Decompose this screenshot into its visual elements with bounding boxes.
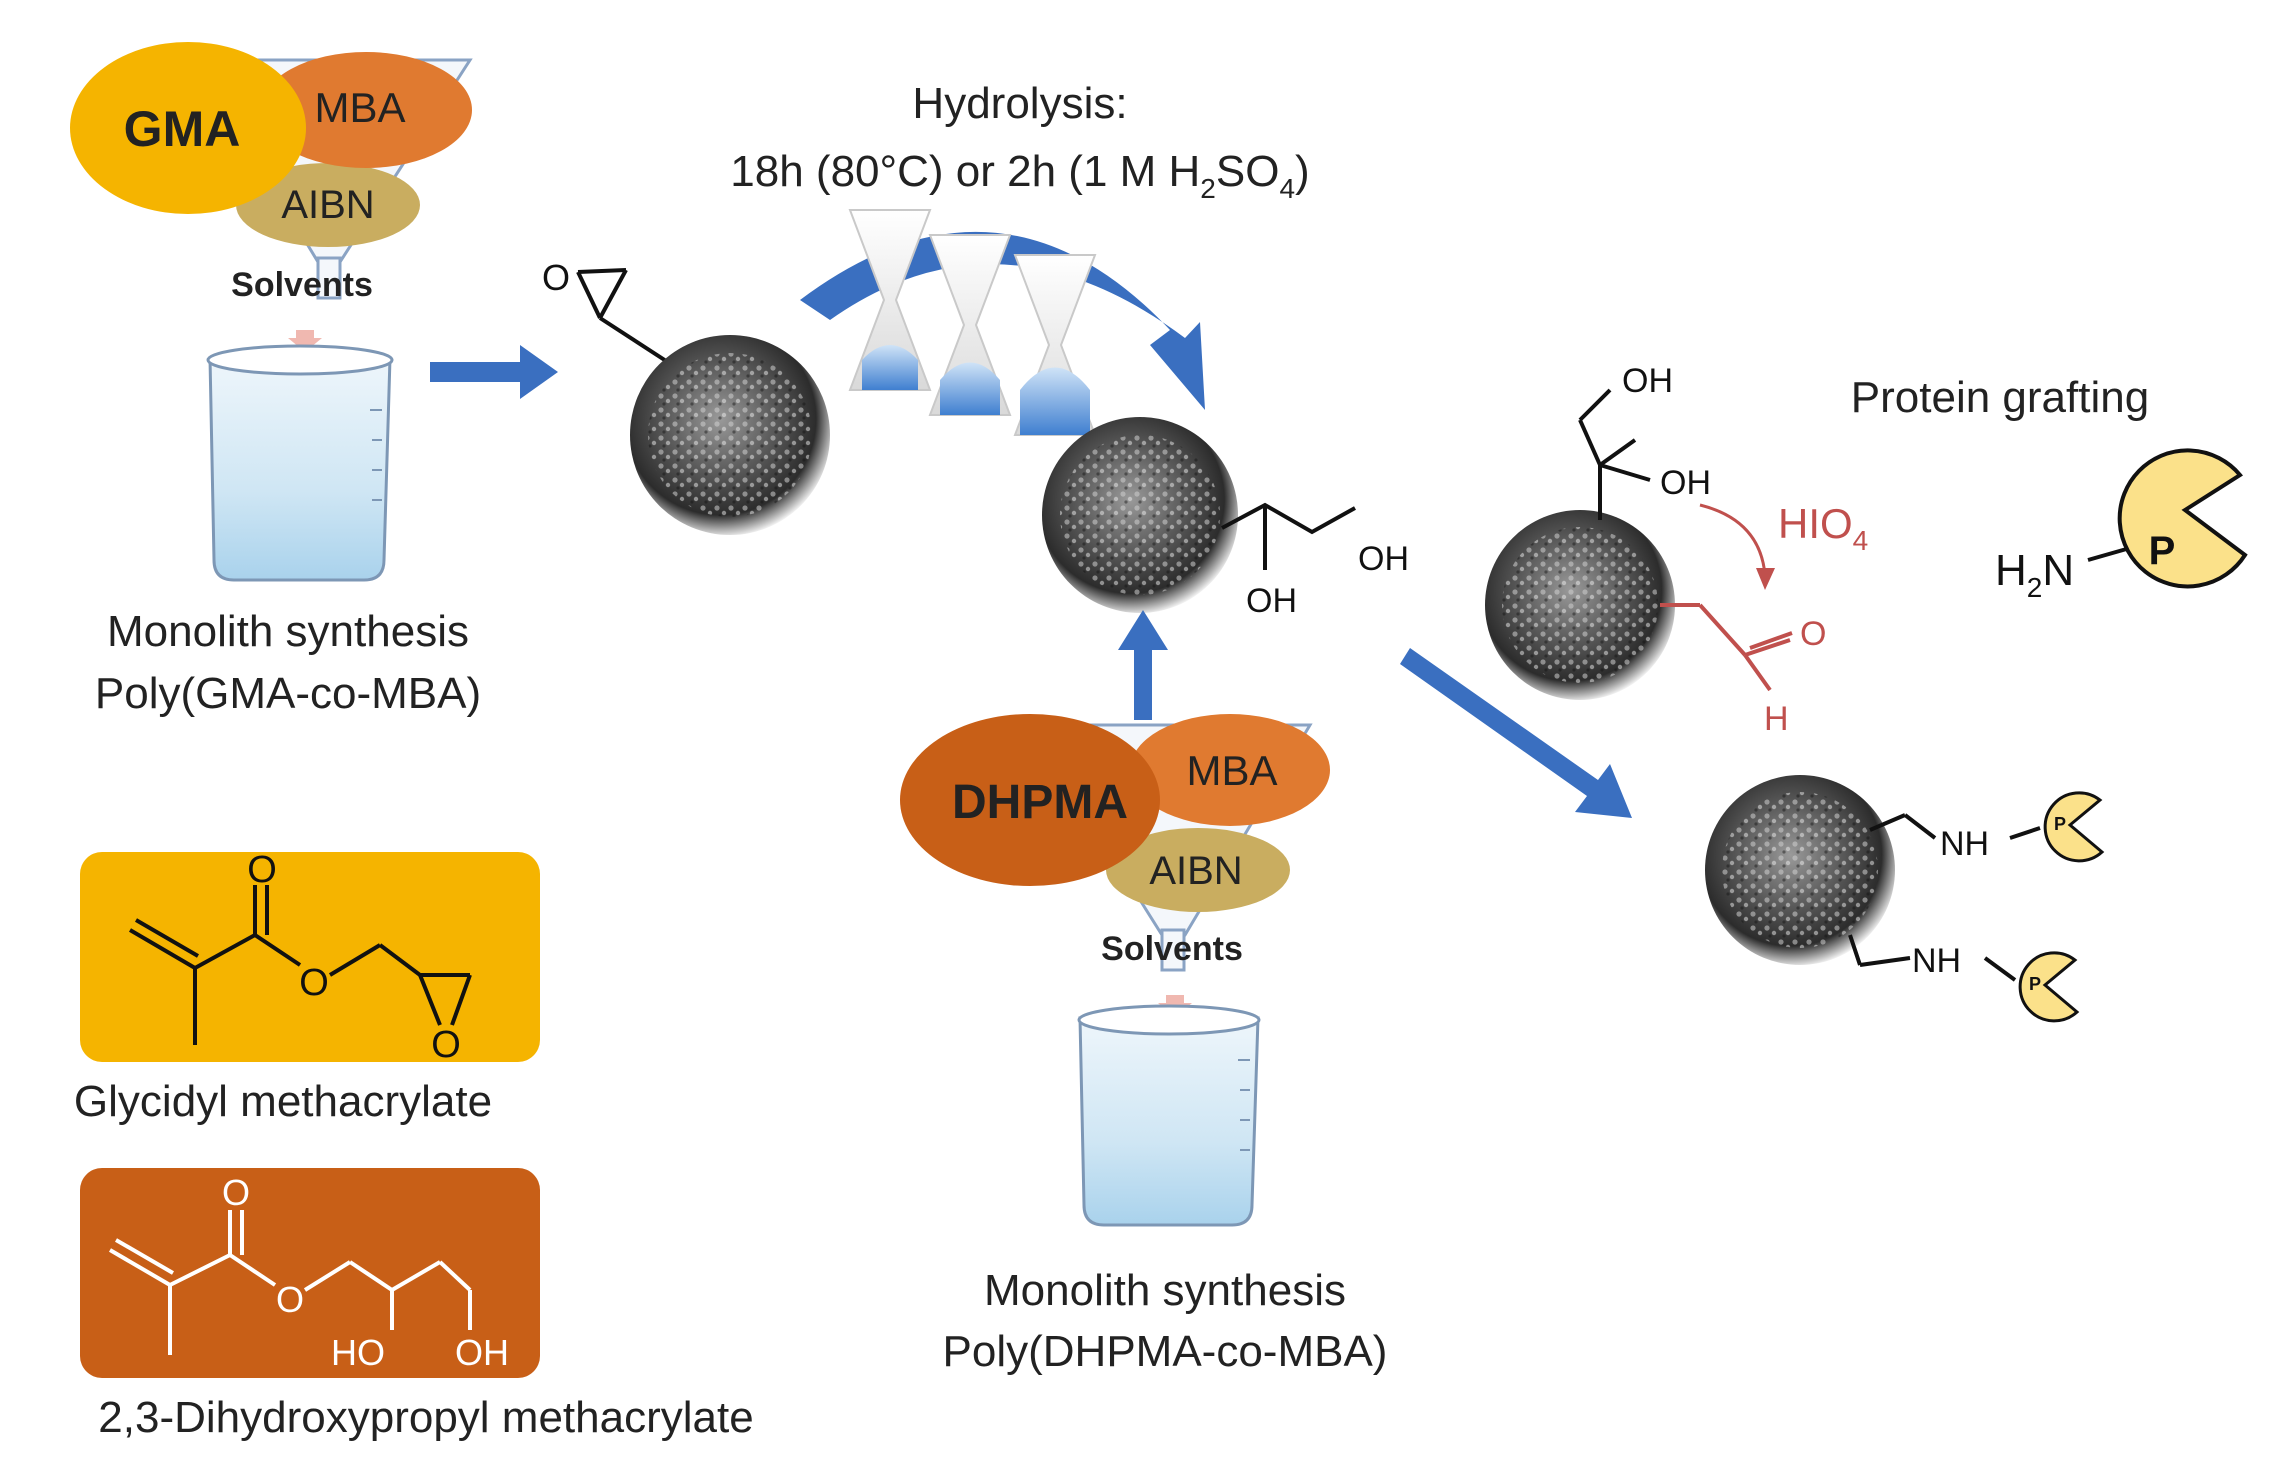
- dhpma-struct-o-carbonyl: O: [222, 1172, 250, 1213]
- protein-p-label: P: [2149, 529, 2176, 573]
- mba-blob-2: [1130, 714, 1330, 826]
- diol-oh-2: OH: [1246, 582, 1297, 620]
- aibn-blob-2: [1106, 828, 1290, 912]
- arrow-to-epoxy: [430, 345, 558, 399]
- h2n-label: H2N: [1995, 546, 2074, 603]
- dhpma-blob: [900, 714, 1160, 886]
- dhpma-structure-box: [80, 1168, 540, 1378]
- grafted-linker-1: [1869, 813, 2041, 840]
- mba-label-1: MBA: [314, 84, 405, 131]
- epoxide-group: O: [542, 257, 682, 372]
- gma-structure-box: [80, 852, 540, 1062]
- aibn-blob-1: [236, 163, 420, 247]
- aldehyde-o: O: [1800, 615, 1826, 653]
- epoxide-o: O: [542, 257, 570, 298]
- beaker-2: [1077, 1004, 1261, 1227]
- monolith-bead-grafted: [1705, 775, 1895, 965]
- protein-pacman-small-2: [2018, 951, 2080, 1023]
- grafted-linker-2: [1848, 934, 2017, 982]
- gma-struct-o-ester: O: [299, 962, 329, 1004]
- protein-p-small-2: P: [2029, 974, 2041, 994]
- dhpma-struct-ho: HO: [331, 1332, 385, 1373]
- monolith1-line1: Monolith synthesis: [107, 607, 469, 656]
- hydrolysis-title: Hydrolysis:: [912, 79, 1127, 128]
- aibn-label-1: AIBN: [281, 183, 374, 227]
- dhpma-label: DHPMA: [952, 776, 1128, 829]
- arrow-up: [1118, 610, 1168, 720]
- dhpma-structure: [108, 1210, 472, 1355]
- protein-p-small-1: P: [2054, 814, 2066, 834]
- diol-right-oh-mid: OH: [1660, 464, 1711, 502]
- hydrolysis-conditions: 18h (80°C) or 2h (1 M H2SO4): [730, 147, 1309, 204]
- monolith-bead-oxidation: [1485, 510, 1675, 700]
- mba-blob-1: [260, 52, 472, 168]
- dhpma-name: 2,3-Dihydroxypropyl methacrylate: [98, 1393, 753, 1442]
- gma-name: Glycidyl methacrylate: [74, 1077, 492, 1126]
- grafted-nh-1: NH: [1940, 825, 1989, 863]
- hio4-label: HIO4: [1778, 500, 1868, 556]
- beaker-1: [206, 344, 394, 582]
- periodate-arrowhead: [1756, 568, 1775, 590]
- gma-blob: [70, 42, 306, 214]
- gma-struct-o-carbonyl: O: [247, 849, 277, 891]
- protein-pacman-large: [2117, 448, 2248, 589]
- solvents-label-2: Solvents: [1101, 930, 1243, 968]
- periodate-arrow: [1699, 503, 1767, 576]
- hourglass-2: [928, 234, 1012, 416]
- protein-grafting-title: Protein grafting: [1851, 373, 2149, 422]
- amine-protein: H2N P: [1995, 448, 2248, 603]
- diol-group-right: [1578, 388, 1651, 520]
- monolith1-line2: Poly(GMA-co-MBA): [95, 669, 481, 718]
- solvents-label-1: Solvents: [231, 266, 373, 304]
- monolith-bead-epoxy: [630, 335, 830, 535]
- aldehyde-group: [1660, 603, 1793, 692]
- monolith-bead-diol: [1042, 417, 1238, 613]
- monolith2-line2: Poly(DHPMA-co-MBA): [943, 1327, 1388, 1376]
- diol-group-center: OH OH: [1221, 502, 1409, 620]
- gma-structure: [128, 885, 472, 1045]
- diol-oh-1: OH: [1358, 540, 1409, 578]
- dhpma-struct-oh: OH: [455, 1332, 509, 1373]
- gma-label: GMA: [124, 101, 241, 157]
- hourglass-3: [1013, 254, 1097, 436]
- arrow-to-grafted: [1400, 648, 1632, 818]
- dhpma-struct-o-ester: O: [276, 1279, 304, 1320]
- drop-arrow-1: [288, 330, 322, 352]
- hourglass-1: [848, 209, 932, 391]
- mba-label-2: MBA: [1186, 747, 1277, 794]
- monolith2-line1: Monolith synthesis: [984, 1266, 1346, 1315]
- protein-pacman-small-1: [2043, 791, 2105, 863]
- grafted-nh-2: NH: [1912, 942, 1961, 980]
- aldehyde-h: H: [1764, 700, 1789, 738]
- diol-right-oh-top: OH: [1622, 362, 1673, 400]
- gma-struct-o-epoxide: O: [431, 1024, 461, 1066]
- aibn-label-2: AIBN: [1149, 849, 1242, 893]
